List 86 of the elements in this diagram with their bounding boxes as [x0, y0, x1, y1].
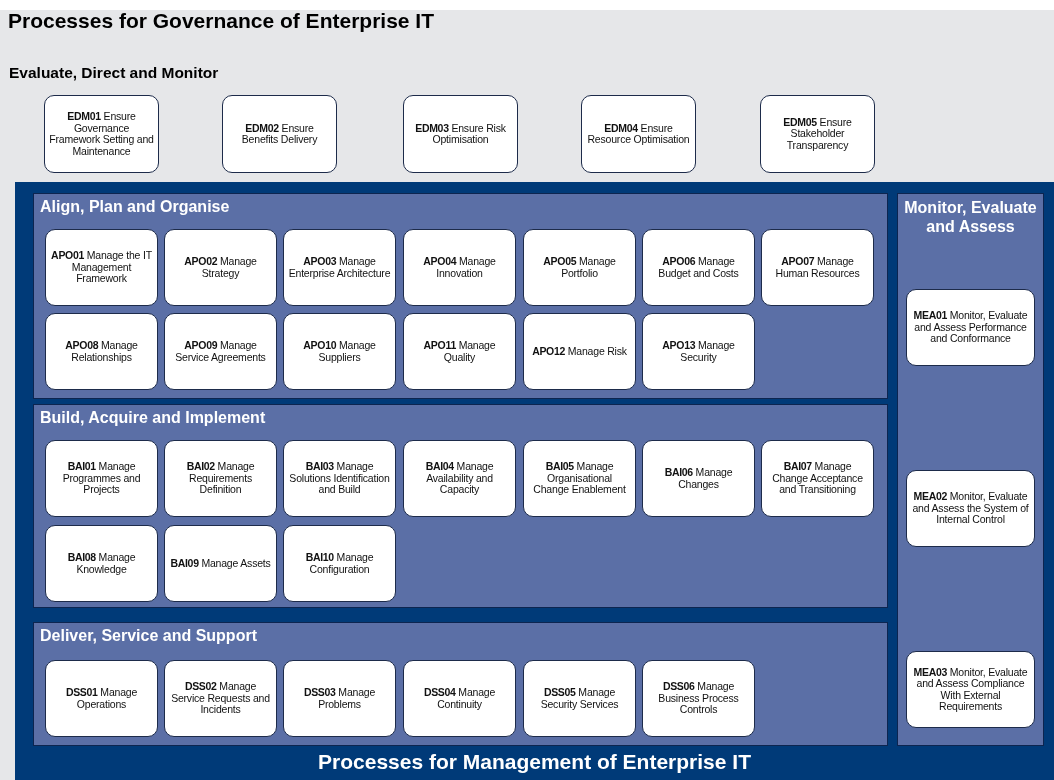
- process-box: [523, 313, 636, 390]
- process-label: MEA03 Monitor, Evaluate and Assess Compliance With External Requirements: [912, 666, 1029, 713]
- process-box: [222, 95, 337, 173]
- process-label: BAI08 Manage Knowledge: [66, 552, 137, 575]
- process-box: [44, 95, 159, 173]
- process-box: [906, 651, 1035, 728]
- process-box: [761, 229, 874, 306]
- domain-panel: [897, 193, 1044, 746]
- process-box: [403, 660, 516, 737]
- process-label: BAI09 Manage Assets: [170, 557, 271, 570]
- process-box: [403, 440, 516, 517]
- process-box: [164, 660, 277, 737]
- process-label: APO13 Manage Security: [661, 340, 736, 363]
- process-box: [164, 525, 277, 602]
- process-label: APO02 Manage Strategy: [183, 256, 258, 279]
- process-box: [164, 313, 277, 390]
- process-label: APO05 Manage Portfolio: [542, 256, 617, 279]
- process-label: BAI04 Manage Availability and Capacity: [424, 461, 495, 496]
- process-label: APO01 Manage the IT Management Framework: [50, 250, 153, 285]
- process-label: BAI05 Manage Organisational Change Enablement: [532, 461, 627, 496]
- process-box: [581, 95, 696, 173]
- process-box: [283, 660, 396, 737]
- process-label: APO09 Manage Service Agreements: [174, 340, 267, 363]
- domain-panel: [33, 193, 888, 399]
- process-box: [45, 313, 158, 390]
- process-box: [760, 95, 875, 173]
- process-label: APO08 Manage Relationships: [64, 340, 139, 363]
- process-box: [45, 525, 158, 602]
- domain-panel: [33, 404, 888, 608]
- process-label: BAI02 Manage Requirements Definition: [185, 461, 256, 496]
- panel-heading: Align, Plan and Organise: [40, 198, 230, 216]
- process-label: APO12 Manage Risk: [532, 345, 627, 358]
- process-box: [642, 660, 755, 737]
- process-label: APO11 Manage Quality: [422, 340, 497, 363]
- section-heading: Evaluate, Direct and Monitor: [9, 64, 219, 82]
- process-box: [761, 440, 874, 517]
- process-box: [523, 229, 636, 306]
- process-box: [523, 660, 636, 737]
- process-box: [906, 289, 1035, 366]
- process-box: [403, 313, 516, 390]
- panel-heading: Monitor, Evaluate and Assess: [903, 198, 1038, 236]
- process-box: [642, 229, 755, 306]
- process-label: APO04 Manage Innovation: [422, 256, 497, 279]
- process-box: [45, 660, 158, 737]
- process-label: MEA02 Monitor, Evaluate and Assess the System of Internal Control: [911, 491, 1030, 526]
- process-label: BAI07 Manage Change Acceptance and Transitioning: [771, 461, 864, 496]
- process-box: [164, 440, 277, 517]
- process-label: DSS04 Manage Continuity: [422, 687, 497, 710]
- process-box: [642, 440, 755, 517]
- process-box: [283, 525, 396, 602]
- process-label: BAI01 Manage Programmes and Projects: [61, 461, 142, 496]
- process-label: APO03 Manage Enterprise Architecture: [288, 256, 391, 279]
- process-label: EDM01 Ensure Governance Framework Setting and Maintenance: [49, 111, 154, 157]
- process-label: APO06 Manage Budget and Costs: [657, 256, 740, 279]
- process-box: [283, 313, 396, 390]
- process-label: BAI10 Manage Configuration: [304, 552, 375, 575]
- process-label: APO07 Manage Human Resources: [774, 256, 861, 279]
- process-label: EDM02 Ensure Benefits Delivery: [240, 122, 319, 146]
- process-label: EDM04 Ensure Resource Optimisation: [586, 122, 691, 146]
- process-box: [283, 229, 396, 306]
- process-label: MEA01 Monitor, Evaluate and Assess Performance and Conformance: [912, 310, 1029, 345]
- process-box: [164, 229, 277, 306]
- process-box: [403, 95, 518, 173]
- process-box: [403, 229, 516, 306]
- process-label: EDM03 Ensure Risk Optimisation: [414, 122, 507, 146]
- process-label: DSS06 Manage Business Process Controls: [657, 681, 740, 716]
- process-box: [906, 470, 1035, 547]
- process-label: DSS02 Manage Service Requests and Incidents: [170, 681, 271, 716]
- process-label: DSS01 Manage Operations: [64, 687, 139, 710]
- process-label: BAI06 Manage Changes: [663, 467, 734, 490]
- process-label: BAI03 Manage Solutions Identification and Build: [288, 461, 391, 496]
- process-box: [45, 229, 158, 306]
- process-label: DSS05 Manage Security Services: [539, 687, 620, 710]
- process-box: [523, 440, 636, 517]
- panel-heading: Build, Acquire and Implement: [40, 409, 266, 427]
- domain-panel: [33, 622, 888, 746]
- process-label: DSS03 Manage Problems: [302, 687, 377, 710]
- process-label: APO10 Manage Suppliers: [302, 340, 377, 363]
- process-box: [45, 440, 158, 517]
- process-box: [283, 440, 396, 517]
- panel-heading: Deliver, Service and Support: [40, 627, 257, 645]
- management-panel: [15, 182, 1054, 780]
- process-box: [642, 313, 755, 390]
- process-label: EDM05 Ensure Stakeholder Transparency: [782, 116, 853, 152]
- panel-heading: Processes for Management of Enterprise IT: [317, 750, 752, 774]
- title: Processes for Governance of Enterprise IT: [8, 9, 434, 33]
